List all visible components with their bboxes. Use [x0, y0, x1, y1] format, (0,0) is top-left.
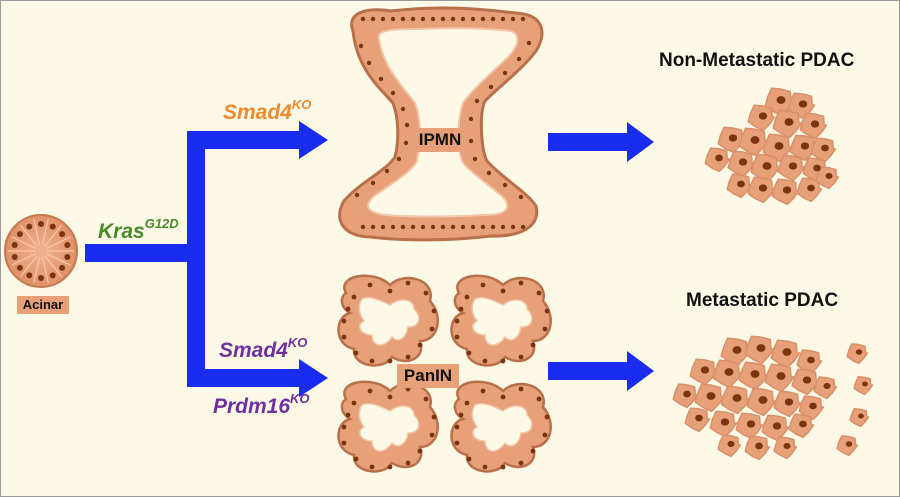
metastatic-tumor [672, 335, 874, 461]
metastatic-pdac-heading: Metastatic PDAC [686, 290, 839, 311]
panin-ducts [337, 274, 552, 473]
panin-progression-arrowhead [627, 351, 654, 391]
branch-bottom-arrowhead [299, 359, 328, 397]
branch-top-shaft [187, 131, 302, 149]
smad4-ko-bottom-label: Smad4KO [219, 335, 308, 362]
acinar-cell-cluster [4, 214, 78, 288]
branch-top-arrowhead [299, 121, 328, 159]
kras-g12d-label: KrasG12D [98, 216, 179, 243]
non-metastatic-pdac-heading: Non-Metastatic PDAC [659, 50, 855, 71]
acinar-label: Acinar [17, 296, 69, 314]
ipmn-progression-arrowhead [627, 122, 654, 162]
kras-arrow-stem [85, 244, 195, 262]
non-metastatic-tumor [704, 87, 840, 206]
smad4-ko-top-label: Smad4KO [223, 97, 312, 124]
ipmn-label: IPMN [411, 128, 469, 152]
lineage-arrows [85, 121, 654, 397]
branch-vertical-bar [187, 131, 205, 381]
ipmn-progression-shaft [548, 133, 630, 151]
ipmn-duct [338, 6, 544, 242]
panin-progression-shaft [548, 362, 630, 380]
panin-label: PanIN [397, 364, 459, 388]
branch-bottom-shaft [187, 369, 302, 387]
prdm16-ko-label: Prdm16KO [213, 391, 310, 418]
